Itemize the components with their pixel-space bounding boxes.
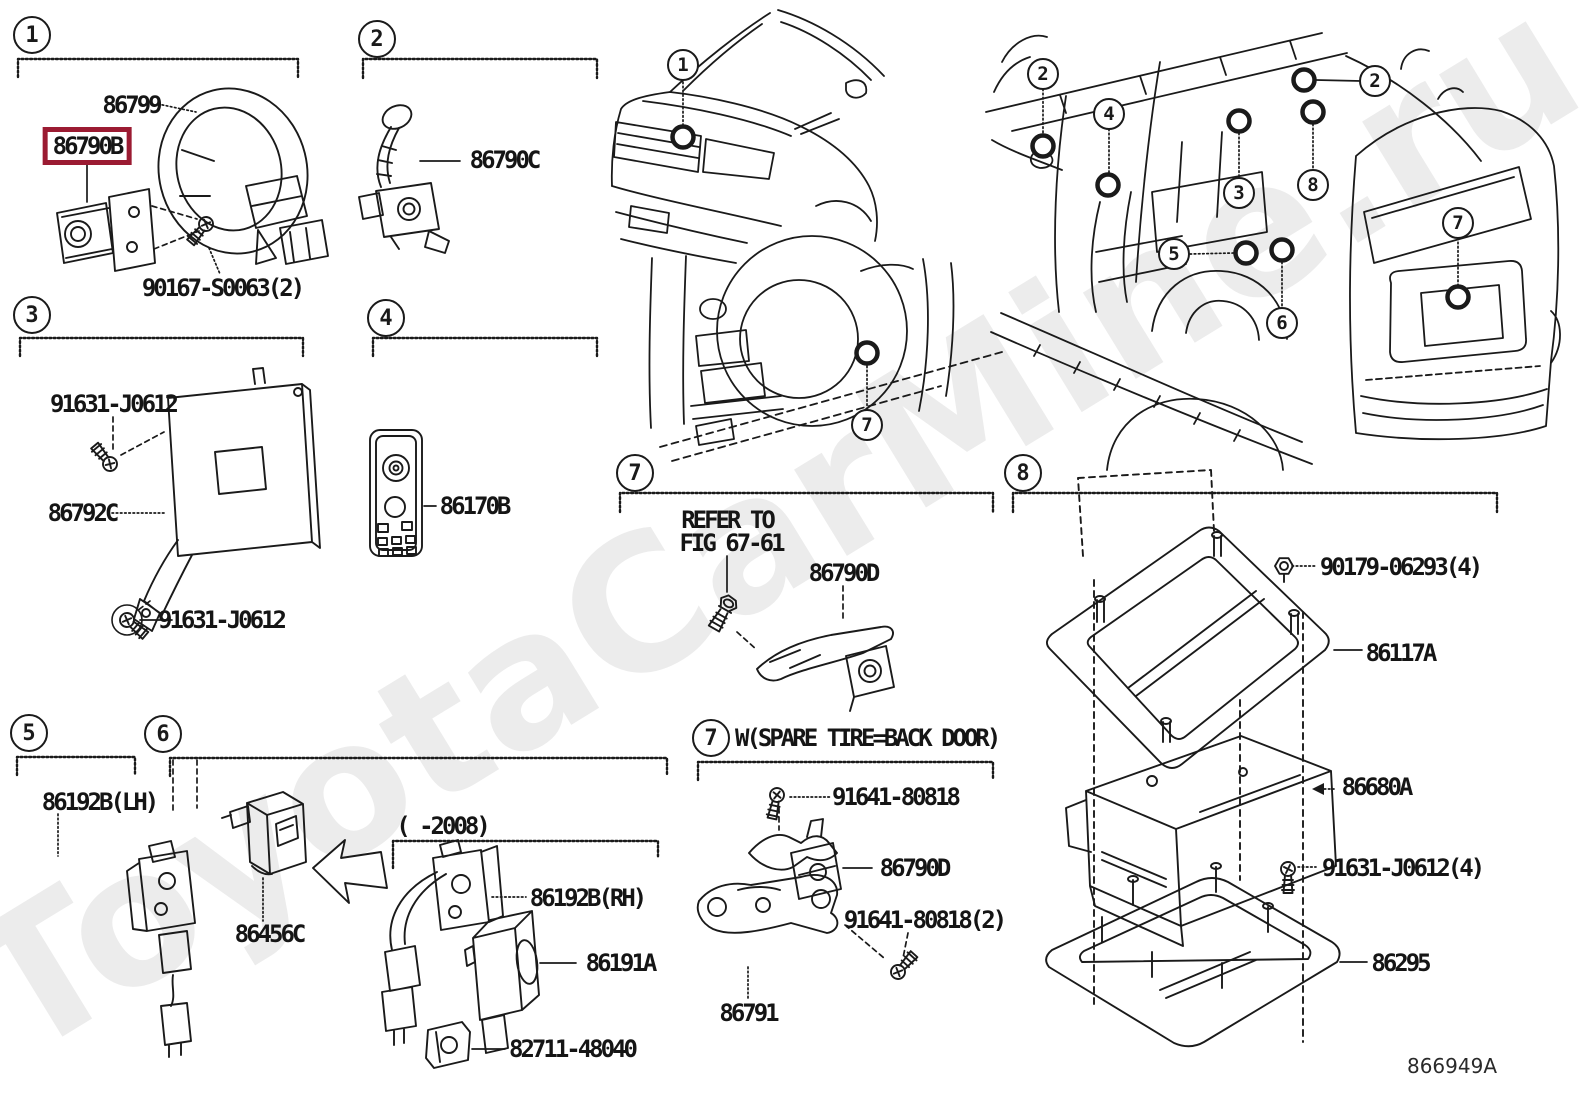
part-label-86295: 86295 <box>1371 949 1431 977</box>
steering-wheel-drawing <box>157 87 329 265</box>
camera-86790d-lower-drawing <box>748 818 842 900</box>
cover-86295-drawing <box>1045 862 1341 1048</box>
screw-icon <box>764 785 787 821</box>
screw-highlight-circle <box>111 604 143 636</box>
part-label-86791: 86791 <box>719 999 779 1027</box>
car-front-view <box>610 9 885 264</box>
section-4-callout: 4 <box>367 299 405 337</box>
bracket-86791-drawing <box>696 874 839 934</box>
screw-icon <box>1280 861 1296 894</box>
part-label-86790b-highlighted: 86790B <box>42 127 132 165</box>
part-label-86456c: 86456C <box>234 920 307 948</box>
part-label-91631-top: 91631-J0612 <box>50 390 179 418</box>
camera-86790d-upper-drawing <box>756 625 895 712</box>
overhead-console-exploded <box>1045 469 1341 1048</box>
part-label-86680a: 86680A <box>1341 773 1414 801</box>
part-label-86799: 86799 <box>102 91 162 119</box>
part-label-86790d-lower: 86790D <box>879 854 952 882</box>
ecu-86792c-drawing <box>133 367 321 632</box>
leader-lines-solid <box>86 79 1368 1050</box>
part-label-86117a: 86117A <box>1365 639 1438 667</box>
part-label-86191a: 86191A <box>585 949 658 977</box>
section-1-callout: 1 <box>13 16 51 54</box>
section-5-callout: 5 <box>10 714 48 752</box>
screw-icon <box>88 440 121 475</box>
callout-front-bumper: 1 <box>667 49 699 81</box>
sensor-86192b-lh-drawing <box>126 840 196 1058</box>
car-rear-quarter-spare-tire <box>648 235 1003 462</box>
callout-spare-tire: 7 <box>851 409 883 441</box>
section-brackets <box>15 57 1499 870</box>
callout-roof-front: 4 <box>1093 98 1125 130</box>
switch-86192b-rh-drawing <box>381 839 504 1046</box>
note-model-year: ( -2008) <box>396 812 491 840</box>
unit-86191a-drawing <box>464 910 540 1054</box>
screw-icon <box>184 213 217 248</box>
section-8-callout: 8 <box>1004 454 1042 492</box>
callout-pillar-right: 8 <box>1297 169 1329 201</box>
unit-86680a-drawing <box>1065 735 1337 947</box>
camera-86790c-drawing <box>358 104 450 254</box>
section-7-lower-callout: 7 <box>692 719 730 757</box>
note-spare-tire-back-door: W(SPARE TIRE=BACK DOOR) <box>735 724 1001 752</box>
section-2-callout: 2 <box>358 20 396 58</box>
section-7-upper-callout: 7 <box>616 454 654 492</box>
location-rings <box>670 67 1471 366</box>
part-label-82711: 82711-48040 <box>509 1035 638 1063</box>
section-6-callout: 6 <box>144 715 182 753</box>
part-label-91631-bottom: 91631-J0612 <box>158 606 287 634</box>
part-label-86170b: 86170B <box>439 492 512 520</box>
part-label-86790d-upper: 86790D <box>808 559 881 587</box>
car-rear-view <box>1349 48 1561 441</box>
callout-back-door: 7 <box>1442 207 1474 239</box>
part-label-91641: 91641-80818 <box>832 783 961 811</box>
clamp-82711-drawing <box>425 1021 471 1069</box>
part-label-86192b-lh: 86192B(LH) <box>41 788 159 816</box>
plate-86117a-drawing <box>1046 526 1330 769</box>
section-3-callout: 3 <box>13 296 51 334</box>
part-label-91641-2: 91641-80818(2) <box>843 906 1007 934</box>
leader-lines-dotted <box>57 103 1335 999</box>
leader-lines-dashed <box>112 205 909 959</box>
callout-rear-right: 2 <box>1359 65 1391 97</box>
part-label-91631-4: 91631-J0612(4) <box>1321 854 1485 882</box>
hdmi-unit-86456c-drawing <box>221 791 307 876</box>
diagram-code: 866949A <box>1406 1054 1498 1078</box>
callout-quarter-left: 6 <box>1266 307 1298 339</box>
part-label-86792c: 86792C <box>47 499 120 527</box>
part-label-86192b-rh: 86192B(RH) <box>529 884 647 912</box>
direction-arrow-icon <box>312 839 388 904</box>
callout-cowl-left: 2 <box>1027 58 1059 90</box>
part-label-86790b-text: 86790B <box>52 132 125 160</box>
callout-connectors <box>682 81 1459 412</box>
camera-86790b-drawing <box>56 188 156 272</box>
callout-dash-center: 3 <box>1223 177 1255 209</box>
callout-console: 5 <box>1158 238 1190 270</box>
bolt-icon <box>705 591 741 634</box>
part-label-90167-s0063: 90167-S0063(2) <box>141 274 305 302</box>
part-label-90179: 90179-06293(4) <box>1319 553 1483 581</box>
nut-icon <box>1274 557 1294 583</box>
note-refer-line1: REFER TO <box>681 506 776 534</box>
note-refer-line2: FIG 67-61 <box>679 529 785 557</box>
remote-86170b-drawing <box>369 429 423 557</box>
part-label-86790c: 86790C <box>469 146 542 174</box>
arrowhead-86680a <box>1312 783 1324 795</box>
